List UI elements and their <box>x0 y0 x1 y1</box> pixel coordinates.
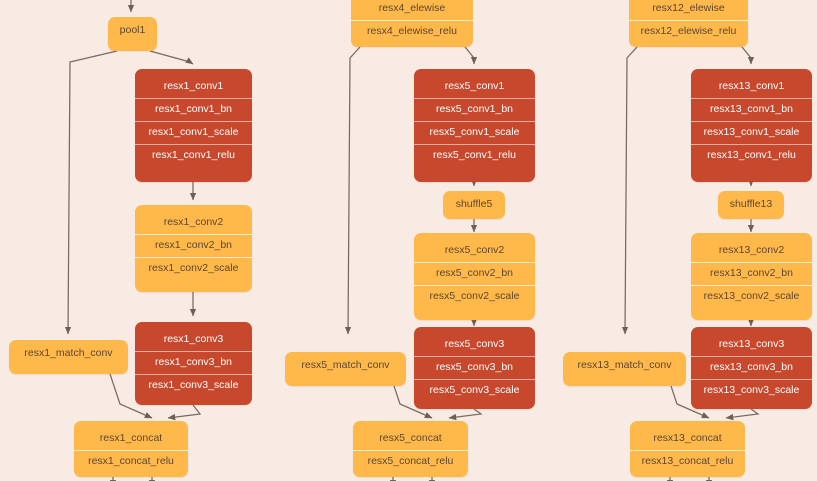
node-row: resx1_conv1_scale <box>135 121 252 144</box>
node-row: resx12_elewise <box>652 2 725 14</box>
node-resx1-match-conv[interactable]: resx1_match_conv <box>9 340 128 374</box>
node-row: resx13_conv2_bn <box>691 262 812 285</box>
node-row: resx4_elewise <box>378 2 446 14</box>
node-row: resx1_concat <box>99 432 163 444</box>
node-row: resx13_conv2_scale <box>691 285 812 308</box>
node-row: resx5_match_conv <box>301 359 390 371</box>
node-resx1-conv2[interactable]: resx1_conv2 resx1_conv2_bn resx1_conv2_s… <box>135 205 252 292</box>
node-row: resx1_conv2_bn <box>135 234 252 257</box>
node-row: resx5_conv2_bn <box>414 262 535 285</box>
node-row: resx1_conv1 <box>163 80 224 92</box>
node-resx12-elewise[interactable]: resx12_elewise resx12_elewise_relu <box>629 0 748 47</box>
node-row: resx1_match_conv <box>24 347 113 359</box>
node-row: resx5_conv3 <box>444 338 505 350</box>
node-row: resx5_conv3_scale <box>414 379 535 402</box>
node-resx13-conv2[interactable]: resx13_conv2 resx13_conv2_bn resx13_conv… <box>691 233 812 320</box>
node-shuffle5[interactable]: shuffle5 <box>443 191 505 219</box>
node-row: resx13_conv1_scale <box>691 121 812 144</box>
node-row: resx5_conv1_relu <box>414 144 535 167</box>
node-row: resx5_conv1_scale <box>414 121 535 144</box>
node-row: resx1_concat_relu <box>74 450 188 473</box>
node-shuffle13[interactable]: shuffle13 <box>718 191 784 219</box>
node-row: resx13_conv3_scale <box>691 379 812 402</box>
node-row: shuffle13 <box>729 198 773 210</box>
node-row: resx13_concat_relu <box>630 450 745 473</box>
node-pool1[interactable]: pool1 <box>108 17 157 51</box>
node-row: resx13_conv1 <box>718 80 785 92</box>
node-row: resx1_conv1_bn <box>135 98 252 121</box>
node-row: resx5_conv3_bn <box>414 356 535 379</box>
node-row: resx5_conv2 <box>444 244 505 256</box>
node-row: resx5_concat <box>379 432 442 444</box>
node-row: resx1_conv2_scale <box>135 257 252 280</box>
node-row: resx1_conv3_bn <box>135 351 252 374</box>
node-row: resx13_conv3_bn <box>691 356 812 379</box>
node-row: resx12_elewise_relu <box>629 20 748 43</box>
node-resx5-conv2[interactable]: resx5_conv2 resx5_conv2_bn resx5_conv2_s… <box>414 233 535 320</box>
node-resx5-conv1[interactable]: resx5_conv1 resx5_conv1_bn resx5_conv1_s… <box>414 69 535 182</box>
node-resx1-concat[interactable]: resx1_concat resx1_concat_relu <box>74 421 188 477</box>
node-row: resx4_elewise_relu <box>351 20 473 43</box>
node-row: resx5_conv1_bn <box>414 98 535 121</box>
node-resx5-concat[interactable]: resx5_concat resx5_concat_relu <box>353 421 468 477</box>
node-row: resx5_concat_relu <box>353 450 468 473</box>
node-row: resx1_conv1_relu <box>135 144 252 167</box>
node-resx13-match-conv[interactable]: resx13_match_conv <box>563 352 686 386</box>
node-resx1-conv3[interactable]: resx1_conv3 resx1_conv3_bn resx1_conv3_s… <box>135 322 252 405</box>
node-row: shuffle5 <box>455 198 493 210</box>
node-resx13-conv3[interactable]: resx13_conv3 resx13_conv3_bn resx13_conv… <box>691 327 812 409</box>
node-row: resx5_conv1 <box>444 80 505 92</box>
node-row: resx1_conv3_scale <box>135 374 252 397</box>
node-row: resx5_conv2_scale <box>414 285 535 308</box>
node-row: resx1_conv2 <box>163 216 224 228</box>
node-resx5-conv3[interactable]: resx5_conv3 resx5_conv3_bn resx5_conv3_s… <box>414 327 535 409</box>
node-row: resx13_conv1_bn <box>691 98 812 121</box>
node-resx1-conv1[interactable]: resx1_conv1 resx1_conv1_bn resx1_conv1_s… <box>135 69 252 182</box>
node-resx13-concat[interactable]: resx13_concat resx13_concat_relu <box>630 421 745 477</box>
node-row: resx13_concat <box>653 432 722 444</box>
node-row: resx13_conv3 <box>718 338 785 350</box>
node-resx4-elewise[interactable]: resx4_elewise resx4_elewise_relu <box>351 0 473 47</box>
node-row: resx1_conv3 <box>163 333 224 345</box>
node-row: pool1 <box>119 24 146 36</box>
node-row: resx13_conv2 <box>718 244 785 256</box>
node-row: resx13_match_conv <box>577 359 672 371</box>
node-resx13-conv1[interactable]: resx13_conv1 resx13_conv1_bn resx13_conv… <box>691 69 812 182</box>
node-resx5-match-conv[interactable]: resx5_match_conv <box>285 352 406 386</box>
node-row: resx13_conv1_relu <box>691 144 812 167</box>
